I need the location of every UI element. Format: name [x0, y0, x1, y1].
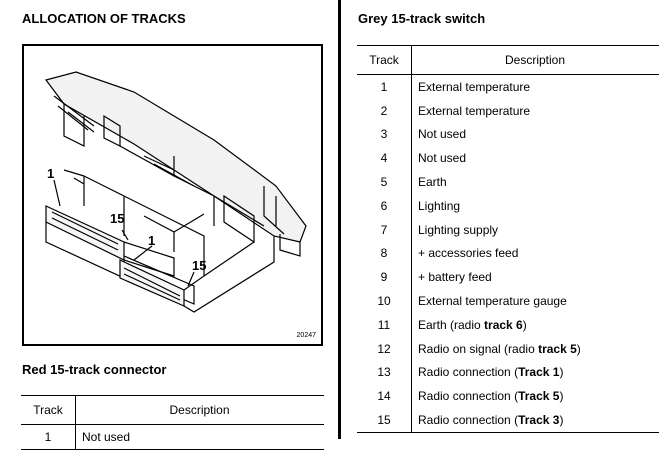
description-cell: Lighting: [418, 198, 461, 213]
description-cell: Lighting supply: [418, 222, 499, 237]
table-row: 3 Not used: [357, 122, 659, 147]
column-header-track: Track: [357, 45, 412, 75]
table-header-row: Track Description: [21, 395, 324, 425]
table-row: 1 External temperature: [357, 74, 659, 99]
connector-drawing: [44, 71, 307, 313]
description-cell: + accessories feed: [418, 246, 519, 261]
track-number-cell: 4: [357, 146, 412, 171]
track-number-cell: 8: [357, 241, 412, 266]
table-row: 15 Radio connection (Track 3): [357, 408, 659, 433]
description-cell: Earth (radio track 6): [418, 317, 527, 332]
track-number-cell: 1: [21, 424, 76, 450]
table-row: 7 Lighting supply: [357, 217, 659, 242]
table-row: 4 Not used: [357, 146, 659, 171]
description-cell: External temperature: [418, 103, 531, 118]
description-cell: Earth: [418, 175, 447, 190]
table-row: 6 Lighting: [357, 193, 659, 218]
track-number-cell: 10: [357, 289, 412, 313]
table-row: 1 Not used: [21, 424, 324, 450]
table-row: 9 + battery feed: [357, 265, 659, 290]
table-row: 8 + accessories feed: [357, 241, 659, 266]
track-number-cell: 11: [357, 312, 412, 337]
description-cell: Not used: [82, 429, 131, 444]
track-number-cell: 2: [357, 98, 412, 123]
track-number-cell: 9: [357, 265, 412, 290]
callout-label: 15: [110, 211, 125, 226]
column-header-description: Description: [169, 403, 230, 417]
column-divider: [338, 0, 341, 439]
description-cell: Radio connection (Track 5): [418, 389, 564, 404]
grey-switch-title: Grey 15-track switch: [358, 11, 486, 26]
column-header-description: Description: [504, 53, 566, 67]
description-cell: + battery feed: [418, 270, 492, 285]
table-row: 12 Radio on signal (radio track 5): [357, 336, 659, 361]
description-cell: Not used: [418, 127, 467, 142]
description-cell: Radio connection (Track 1): [418, 365, 564, 380]
track-number-cell: 7: [357, 217, 412, 242]
column-header-track: Track: [21, 395, 76, 425]
figure-code: 20247: [296, 332, 316, 339]
track-number-cell: 3: [357, 122, 412, 147]
description-cell: Radio connection (Track 3): [418, 413, 564, 428]
description-cell: Not used: [418, 151, 467, 166]
track-number-cell: 6: [357, 193, 412, 218]
red-connector-table: Track Description 1 Not used: [21, 395, 324, 450]
table-row: 10 External temperature gauge: [357, 289, 659, 313]
table-row: 2 External temperature: [357, 98, 659, 123]
description-cell: External temperature gauge: [418, 294, 567, 309]
table-row: 11 Earth (radio track 6): [357, 312, 659, 337]
track-number-cell: 15: [357, 408, 412, 433]
track-number-cell: 5: [357, 170, 412, 194]
track-number-cell: 13: [357, 360, 412, 385]
page-title: ALLOCATION OF TRACKS: [22, 11, 186, 26]
callout-label: 1: [47, 166, 55, 181]
red-connector-title: Red 15-track connector: [22, 362, 167, 377]
connector-diagram: 1 15 1 15 20247: [22, 44, 323, 346]
table-header-row: Track Description: [357, 45, 659, 75]
table-row: 5 Earth: [357, 170, 659, 194]
table-row: 13 Radio connection (Track 1): [357, 360, 659, 385]
callout-label: 1: [148, 233, 156, 248]
description-cell: External temperature: [418, 79, 531, 94]
callout-label: 15: [192, 258, 207, 273]
track-number-cell: 1: [357, 74, 412, 99]
description-cell: Radio on signal (radio track 5): [418, 341, 581, 356]
table-row: 14 Radio connection (Track 5): [357, 384, 659, 409]
track-number-cell: 12: [357, 336, 412, 361]
track-number-cell: 14: [357, 384, 412, 409]
